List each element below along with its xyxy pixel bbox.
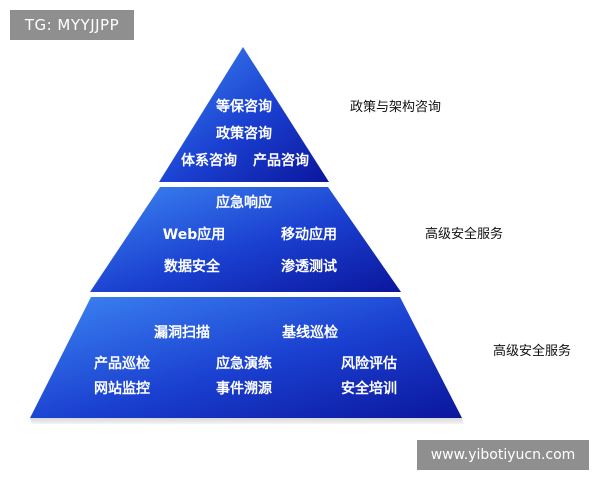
tier1-item-dengbao: 等保咨询 — [216, 98, 272, 115]
tier3-item-loudong: 漏洞扫描 — [154, 324, 210, 341]
tier3-item-jixian: 基线巡检 — [282, 324, 338, 341]
tier3-item-fengxian: 风险评估 — [341, 355, 397, 372]
tier1-item-zhengce: 政策咨询 — [216, 125, 272, 142]
tier2-side-label: 高级安全服务 — [425, 226, 503, 242]
pyramid-tier-1 — [159, 47, 329, 182]
tier2-item-shuju: 数据安全 — [164, 258, 221, 275]
tier3-item-yanlian: 应急演练 — [216, 355, 272, 372]
tier2-item-web: Web应用 — [163, 226, 225, 243]
tier3-item-wangzhan: 网站监控 — [94, 380, 150, 397]
tier1-item-tixi: 体系咨询 — [181, 152, 237, 169]
tier1-side-label: 政策与架构咨询 — [350, 99, 441, 115]
tier3-item-suyuan: 事件溯源 — [216, 380, 272, 397]
pyramid-tier-3 — [30, 297, 462, 418]
pyramid-band-2 — [87, 292, 404, 297]
tier1-item-chanpin: 产品咨询 — [253, 152, 309, 169]
watermark-top-left: TG: MYYJJPP — [10, 10, 134, 40]
tier2-item-yidong: 移动应用 — [281, 226, 337, 243]
watermark-bottom-right: www.yibotiyucn.com — [417, 440, 589, 470]
tier3-item-peixun: 安全培训 — [341, 380, 397, 397]
tier2-item-yingji: 应急响应 — [216, 194, 272, 211]
pyramid-band-1 — [156, 182, 332, 187]
tier3-item-chanpin-xunjian: 产品巡检 — [94, 355, 150, 372]
tier2-item-shentou: 渗透测试 — [281, 258, 337, 275]
pyramid-base-shadow — [30, 418, 464, 424]
tier3-side-label: 高级安全服务 — [493, 343, 571, 359]
pyramid-tier-2 — [90, 187, 401, 292]
